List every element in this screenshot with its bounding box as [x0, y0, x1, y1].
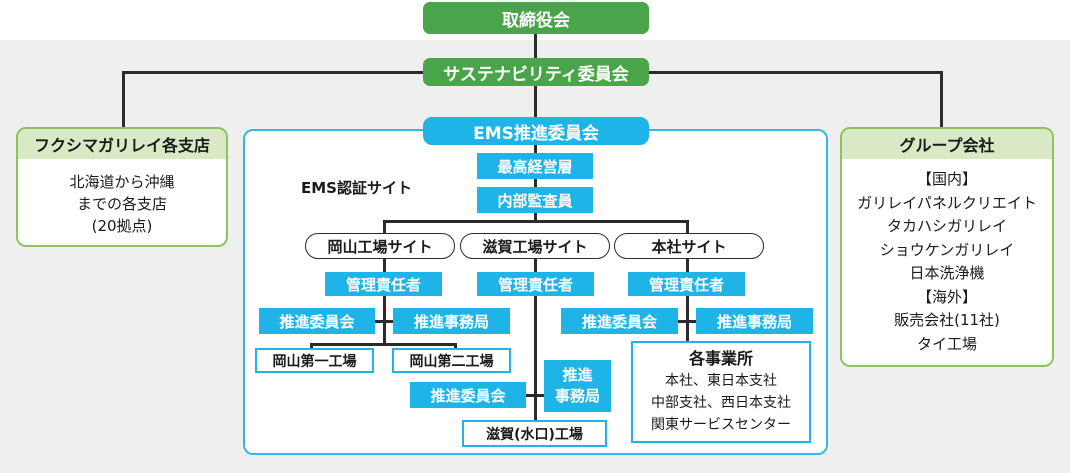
head-offices-box: 各事業所 本社、東日本支社 中部支社、西日本支社 関東サービスセンター [631, 341, 811, 443]
okayama-plant1-node: 岡山第一工場 [255, 348, 374, 373]
connector [686, 257, 689, 341]
sustainability-committee-label: サステナビリティ委員会 [443, 64, 629, 85]
shiga-office-node: 推進 事務局 [544, 360, 611, 412]
head-offices-line: 中部支社、西日本支社 [651, 395, 791, 411]
group-body: 【国内】 ガリレイパネルクリエイト タカハシガリレイ ショウケンガリレイ 日本洗… [842, 159, 1052, 356]
connector [310, 343, 313, 351]
okayama-office-node: 推進事務局 [393, 308, 510, 334]
internal-auditor-label: 内部監査員 [497, 191, 573, 210]
okayama-plant2-node: 岡山第二工場 [392, 348, 511, 373]
connector [534, 140, 537, 222]
okayama-manager-label: 管理責任者 [345, 275, 421, 294]
sustainability-committee-node: サステナビリティ委員会 [423, 58, 649, 86]
okayama-plant1-label: 岡山第一工場 [272, 353, 357, 370]
group-line: 【海外】 [916, 287, 977, 306]
head-offices-line: 本社、東日本支社 [665, 373, 777, 389]
branches-body: 北海道から沖縄 までの各支店 (20拠点) [18, 159, 226, 237]
shiga-site-label: 滋賀工場サイト [482, 237, 588, 256]
internal-auditor-node: 内部監査員 [477, 187, 593, 213]
okayama-manager-node: 管理責任者 [325, 272, 442, 296]
group-line: 日本洗浄機 [909, 264, 985, 282]
shiga-office-label-1: 推進 [562, 366, 593, 384]
board-label: 取締役会 [502, 10, 570, 31]
head-manager-label: 管理責任者 [648, 275, 724, 294]
connector [534, 85, 537, 118]
ems-cert-site-label: EMS認証サイト [301, 179, 412, 197]
head-office-label: 推進事務局 [716, 312, 792, 331]
connector [526, 394, 544, 397]
shiga-plant-label: 滋賀(水口)工場 [486, 426, 583, 443]
group-title-text: グループ会社 [899, 136, 995, 155]
connector [454, 343, 457, 351]
okayama-committee-node: 推進委員会 [259, 308, 375, 334]
group-line: ショウケンガリレイ [879, 240, 1015, 259]
okayama-site-label: 岡山工場サイト [327, 237, 433, 256]
group-title: グループ会社 [842, 129, 1052, 159]
head-site-node: 本社サイト [614, 233, 764, 259]
okayama-committee-label: 推進委員会 [279, 312, 355, 331]
head-offices-line: 関東サービスセンター [651, 417, 791, 433]
branches-line: までの各支店 [76, 195, 167, 213]
connector [122, 71, 125, 128]
group-line: 【国内】 [916, 170, 977, 188]
head-site-label: 本社サイト [651, 237, 727, 256]
shiga-plant-node: 滋賀(水口)工場 [462, 420, 607, 447]
connector [686, 220, 689, 235]
okayama-plant2-label: 岡山第二工場 [409, 353, 494, 370]
head-committee-label: 推進委員会 [581, 312, 657, 331]
okayama-office-label: 推進事務局 [413, 312, 489, 331]
ems-committee-label: EMS推進委員会 [473, 123, 599, 144]
connector [383, 220, 386, 235]
top-management-node: 最高経営層 [477, 153, 593, 179]
ems-committee-node: EMS推進委員会 [423, 117, 649, 145]
connector [383, 220, 688, 223]
connector [375, 320, 393, 323]
branches-title: フクシマガリレイ各支店 [18, 129, 226, 159]
head-committee-node: 推進委員会 [561, 308, 678, 334]
connector [383, 257, 386, 345]
group-line: タカハシガリレイ [886, 217, 1007, 235]
shiga-office-label-2: 事務局 [554, 387, 600, 405]
shiga-manager-node: 管理責任者 [477, 272, 594, 296]
connector [534, 33, 537, 59]
connector [678, 320, 696, 323]
top-management-label: 最高経営層 [497, 157, 573, 176]
shiga-committee-label: 推進委員会 [430, 386, 506, 405]
branches-line: 北海道から沖縄 [69, 173, 175, 191]
group-line: 販売会社(11社) [894, 311, 1000, 329]
branches-title-text: フクシマガリレイ各支店 [33, 136, 210, 155]
group-box: グループ会社 【国内】 ガリレイパネルクリエイト タカハシガリレイ ショウケンガ… [840, 127, 1054, 367]
head-manager-node: 管理責任者 [628, 272, 745, 296]
connector [534, 257, 537, 424]
connector [310, 343, 456, 346]
shiga-manager-label: 管理責任者 [497, 275, 573, 294]
branches-line: (20拠点) [91, 217, 153, 235]
shiga-site-node: 滋賀工場サイト [460, 233, 610, 259]
shiga-committee-node: 推進委員会 [410, 382, 526, 408]
group-line: ガリレイパネルクリエイト [857, 193, 1037, 212]
board-node: 取締役会 [423, 2, 649, 34]
connector [940, 71, 943, 128]
head-office-node: 推進事務局 [696, 308, 813, 334]
branches-box: フクシマガリレイ各支店 北海道から沖縄 までの各支店 (20拠点) [16, 127, 228, 247]
okayama-site-node: 岡山工場サイト [305, 233, 455, 259]
group-line: タイ工場 [916, 334, 977, 353]
head-offices-title: 各事業所 [688, 349, 753, 368]
